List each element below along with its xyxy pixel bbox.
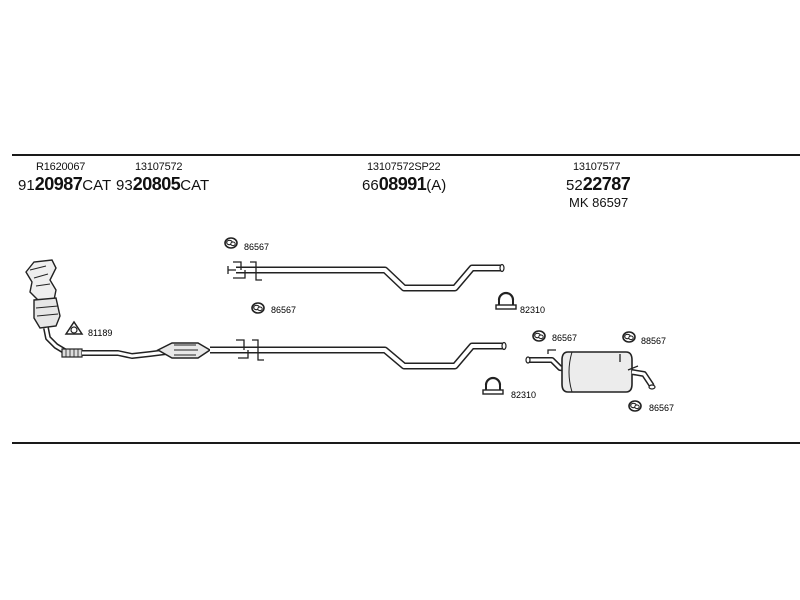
part-number-4-prefix: 52: [566, 177, 583, 194]
part-number-4: 5222787: [566, 174, 631, 195]
upper-rear-pipe: [227, 261, 505, 292]
label-hanger-muffler-right-bottom: 86567: [649, 403, 674, 413]
part-code-2: 13107572: [135, 161, 183, 173]
top-divider: [12, 154, 800, 156]
part-number-2-main: 20805: [132, 174, 181, 194]
gasket-81189: [64, 320, 84, 335]
part-number-2: 9320805CAT: [116, 174, 209, 195]
label-clamp-upper: 82310: [520, 305, 545, 315]
label-hanger-muffler-right-top: 88567: [641, 336, 666, 346]
label-hanger-top-lower: 86567: [271, 305, 296, 315]
bottom-divider: [12, 442, 800, 444]
label-clamp-lower: 82310: [511, 390, 536, 400]
part-number-1: 9120987CAT: [18, 174, 111, 195]
label-gasket: 81189: [88, 328, 112, 338]
part-number-3-suffix: (A): [426, 177, 447, 194]
part-number-2-prefix: 93: [116, 177, 133, 194]
part-number-1-prefix: 91: [18, 177, 35, 194]
part-number-1-main: 20987: [34, 174, 83, 194]
rear-muffler: [525, 349, 656, 393]
front-exhaust-assembly: [25, 259, 507, 370]
part-number-3: 6608991(A): [362, 174, 446, 195]
label-hanger-top-upper: 86567: [244, 242, 269, 252]
mounting-kit-label: MK 86597: [569, 195, 629, 210]
label-hanger-muffler-left: 86567: [552, 333, 577, 343]
part-number-1-suffix: CAT: [82, 177, 112, 194]
part-code-1: R1620067: [36, 161, 86, 173]
part-code-3: 13107572SP22: [367, 161, 441, 173]
part-code-4: 13107577: [573, 161, 621, 173]
part-number-3-prefix: 66: [362, 177, 379, 194]
part-number-4-main: 22787: [582, 174, 631, 194]
part-number-2-suffix: CAT: [180, 177, 210, 194]
part-number-3-main: 08991: [378, 174, 427, 194]
